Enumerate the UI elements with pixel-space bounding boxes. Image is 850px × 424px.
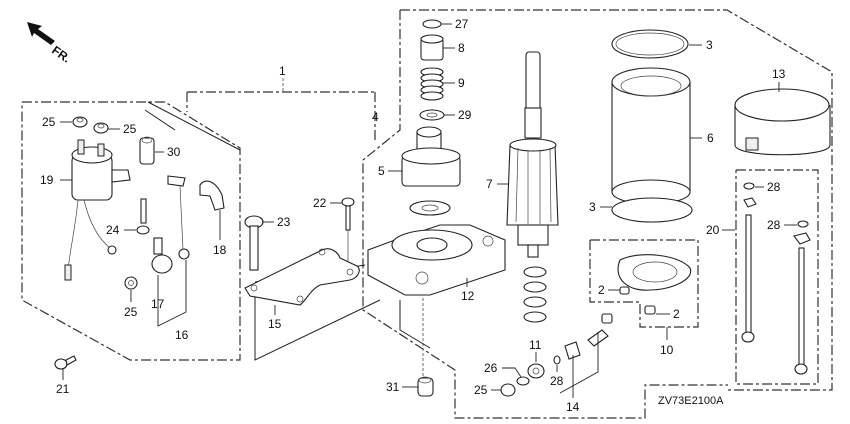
washer-29 [419, 109, 445, 121]
callout-28-c: 28 [550, 374, 564, 388]
callout-14: 14 [566, 400, 580, 414]
callout-26: 26 [484, 361, 498, 375]
insulator-b [793, 232, 811, 245]
callout-25-d: 25 [474, 383, 488, 397]
callout-30: 30 [167, 145, 181, 159]
boot-17 [151, 237, 173, 274]
callout-15: 15 [268, 317, 282, 331]
callout-18: 18 [213, 243, 227, 257]
callout-25-c: 25 [124, 305, 138, 319]
cap-18 [199, 180, 225, 211]
callout-28-a: 28 [767, 180, 781, 194]
plate-15 [244, 248, 360, 306]
callout-24: 24 [106, 223, 120, 237]
nut-25-d [500, 383, 516, 397]
callout-21: 21 [56, 382, 70, 396]
callout-11: 11 [529, 338, 542, 352]
washer-28-b [797, 220, 809, 228]
washer-26 [516, 376, 530, 386]
callout-10: 10 [660, 343, 674, 357]
callout-28-b: 28 [767, 218, 781, 232]
front-cover-12 [367, 224, 506, 296]
washer-under-pinion [409, 200, 451, 216]
terminal-14 [564, 313, 613, 360]
o-ring-3-bottom [611, 197, 693, 223]
callout-3-a: 3 [706, 38, 713, 52]
callout-labels: 1 2 2 3 3 4 5 6 7 8 9 10 11 12 13 14 15 … [40, 17, 786, 414]
nut-11 [527, 363, 545, 379]
yoke-6 [611, 67, 691, 205]
washer-28-c [553, 355, 561, 365]
callout-20: 20 [706, 223, 720, 237]
collar-30 [139, 136, 155, 165]
callout-25-b: 25 [123, 122, 137, 136]
stop-collar-8 [420, 34, 444, 61]
callout-25-a: 25 [42, 115, 56, 129]
leader-lines [60, 23, 797, 398]
insulator-a [743, 197, 757, 208]
o-ring-3-top [611, 29, 689, 59]
callout-12: 12 [461, 289, 475, 303]
orientation-label: FR. [49, 43, 73, 66]
brush-2-a [619, 286, 630, 295]
callout-19: 19 [40, 173, 54, 187]
ring-27 [422, 19, 442, 29]
callout-1: 1 [279, 64, 286, 78]
through-bolt-a [741, 214, 755, 343]
bolt-23 [244, 215, 264, 271]
callout-29: 29 [458, 108, 472, 122]
spring-9 [420, 67, 444, 101]
bolt-24 [136, 198, 150, 235]
callout-8: 8 [458, 41, 465, 55]
callout-2-a: 2 [598, 283, 605, 297]
washer-stack [523, 266, 547, 323]
nut-25-c [124, 276, 138, 290]
cable-16 [167, 175, 190, 260]
callout-6: 6 [707, 131, 714, 145]
callout-7: 7 [486, 177, 493, 191]
diagram-code: ZV73E2100A [658, 395, 724, 407]
nut-25-a [72, 116, 88, 128]
callout-31: 31 [386, 380, 400, 394]
callout-16: 16 [175, 328, 189, 342]
grommet-31 [417, 298, 434, 397]
callout-23: 23 [277, 215, 291, 229]
washer-28-a [743, 182, 755, 190]
nut-25-b [93, 122, 109, 134]
callout-4: 4 [372, 110, 379, 124]
callout-9: 9 [458, 76, 465, 90]
callout-17: 17 [151, 297, 165, 311]
rear-cover-13 [734, 88, 831, 156]
through-bolt-b [794, 247, 808, 375]
armature-7 [506, 51, 559, 258]
callout-2-b: 2 [673, 307, 680, 321]
pinion-5 [401, 126, 461, 187]
solenoid-19 [64, 139, 131, 281]
bolt-21 [54, 355, 77, 370]
callout-13: 13 [772, 67, 786, 81]
brush-2-b [644, 305, 656, 315]
front-arrow-icon [27, 22, 55, 45]
callout-3-b: 3 [589, 200, 596, 214]
brush-holder-10 [617, 254, 692, 291]
callout-27: 27 [455, 17, 469, 31]
callout-22: 22 [313, 196, 327, 210]
callout-5: 5 [378, 164, 385, 178]
